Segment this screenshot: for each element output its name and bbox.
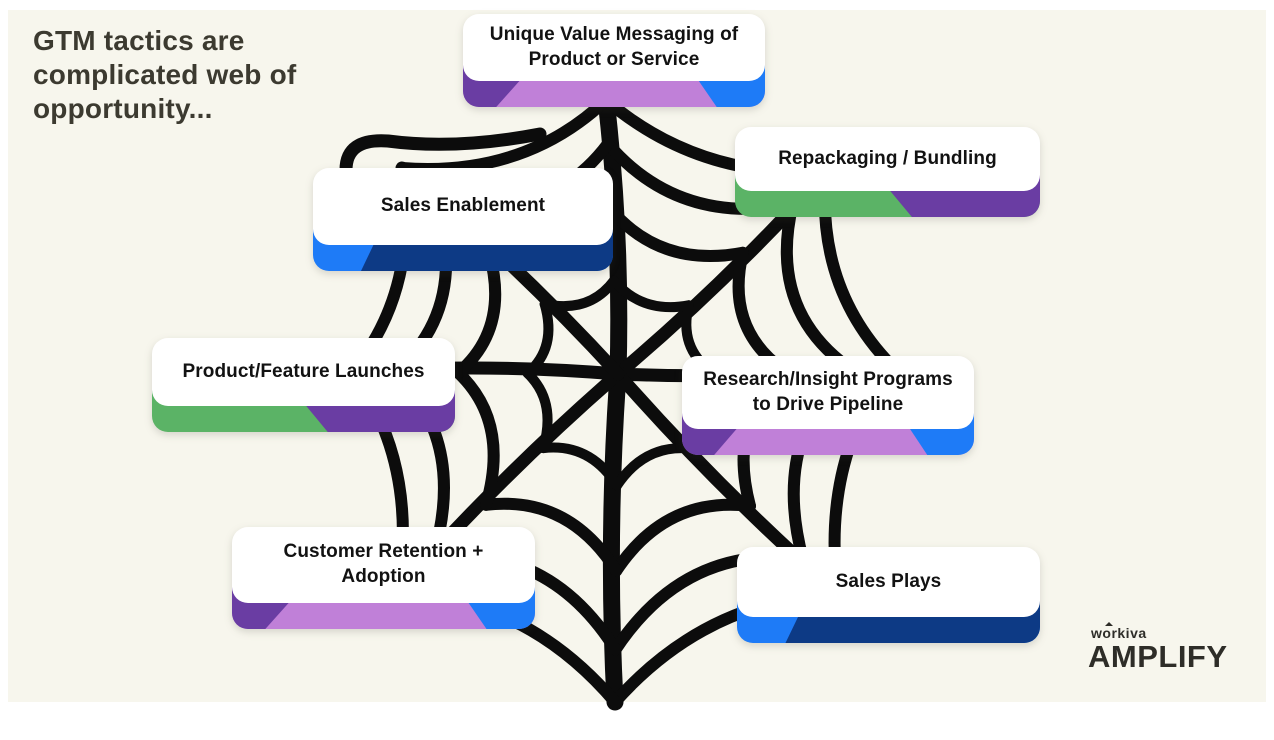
card-label: Sales Plays <box>737 547 1040 617</box>
card-label: Customer Retention + Adoption <box>232 527 535 603</box>
workiva-amplify-logo: workiva AMPLIFY <box>1088 622 1228 674</box>
card-repackaging-bundling: Repackaging / Bundling <box>735 127 1040 217</box>
title-line: GTM tactics are <box>33 25 245 56</box>
card-sales-enablement: Sales Enablement <box>313 168 613 271</box>
card-research-insight-programs: Research/Insight Programs to Drive Pipel… <box>682 356 974 455</box>
title-line: complicated web of <box>33 59 297 91</box>
amplify-wordmark: AMPLIFY <box>1088 639 1228 674</box>
card-unique-value-messaging: Unique Value Messaging of Product or Ser… <box>463 14 765 107</box>
card-label: Sales Enablement <box>313 168 613 245</box>
workiva-caret-mark-icon <box>1105 622 1113 626</box>
page-title: GTM tactics are complicated web of oppor… <box>33 24 353 126</box>
card-label: Product/Feature Launches <box>152 338 455 406</box>
card-customer-retention-adoption: Customer Retention + Adoption <box>232 527 535 629</box>
workiva-wordmark: workiva <box>1091 622 1228 640</box>
card-product-feature-launches: Product/Feature Launches <box>152 338 455 432</box>
card-sales-plays: Sales Plays <box>737 547 1040 643</box>
card-label: Research/Insight Programs to Drive Pipel… <box>682 356 974 429</box>
card-label: Repackaging / Bundling <box>735 127 1040 191</box>
title-line: opportunity... <box>33 93 213 125</box>
card-label: Unique Value Messaging of Product or Ser… <box>463 14 765 81</box>
